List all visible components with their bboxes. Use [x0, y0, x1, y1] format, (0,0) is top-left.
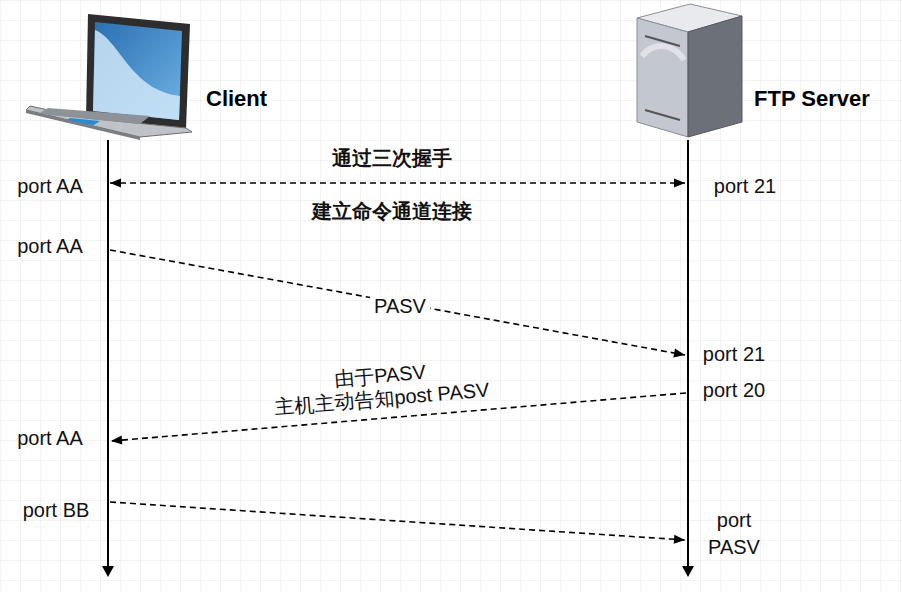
port-label: port AA [17, 173, 83, 200]
port-label: port BB [23, 497, 90, 524]
message-arrow [110, 179, 685, 188]
port-label: port AA [17, 425, 83, 452]
participant-name: Client [206, 86, 267, 112]
lifelines [102, 140, 694, 577]
laptop-icon [26, 14, 192, 140]
message-arrow [110, 250, 685, 357]
port-label: port PASV [702, 507, 766, 561]
port-label: port AA [17, 233, 83, 260]
port-label: port 20 [703, 377, 765, 404]
message-label: PASV [370, 293, 430, 320]
participant-name: FTP Server [754, 86, 870, 112]
lifeline-node: Client [20, 8, 300, 140]
port-label: port 21 [703, 341, 765, 368]
port-label: port 21 [714, 173, 776, 200]
server-icon [637, 4, 742, 137]
message-label: 建立命令通道连接 [312, 198, 472, 225]
message-label: 通过三次握手 [332, 145, 452, 172]
message-arrow [110, 502, 685, 544]
lifeline-node: FTP Server [630, 2, 900, 140]
